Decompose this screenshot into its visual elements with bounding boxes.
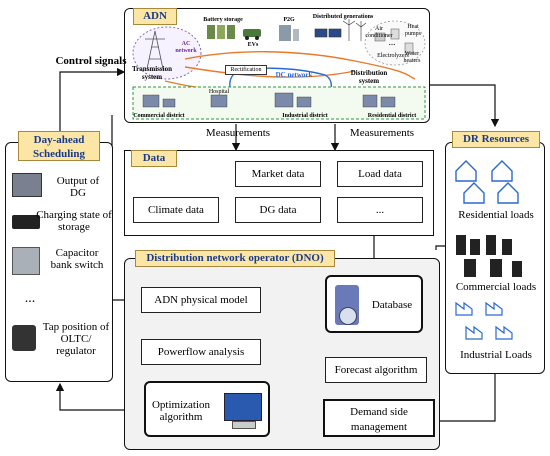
commercial-loads-label: Commercial loads xyxy=(455,281,537,293)
building-icons xyxy=(142,92,396,108)
scheduling-panel: Day-ahead Scheduling Output of DG Chargi… xyxy=(5,131,113,382)
industrial-loads-label: Industrial Loads xyxy=(460,349,532,361)
dr-title: DR Resources xyxy=(452,131,540,148)
evs-label: EVs xyxy=(247,42,259,48)
dr-icons xyxy=(455,160,522,340)
load-data-box: Load data xyxy=(337,161,423,187)
heat-pump-icon xyxy=(390,28,400,40)
scheduling-item-capacitor: Capacitor bank switch xyxy=(50,247,104,271)
residential-district-label: Residential district xyxy=(367,113,417,119)
data-title: Data xyxy=(131,150,177,167)
transmission-system-label: Transmission system xyxy=(132,65,172,81)
ac-network-label: AC network xyxy=(175,41,197,54)
scheduling-item-output-dg: Output of DG xyxy=(56,175,100,199)
measurements-label-right: Measurements xyxy=(349,127,415,139)
data-panel: Data Market data Load data Climate data … xyxy=(124,150,434,236)
dr-to-demand-arrow xyxy=(431,374,496,426)
residential-loads-label: Residential loads xyxy=(458,209,534,221)
p2g-label: P2G xyxy=(283,17,295,23)
transmission-tower-icon xyxy=(145,30,165,70)
market-data-box: Market data xyxy=(235,161,321,187)
adn-illustration xyxy=(132,19,426,120)
adn-title: ADN xyxy=(133,8,177,25)
more-data-box: ... xyxy=(337,197,423,223)
hospital-label: Hospital xyxy=(208,89,230,95)
water-heater-icon xyxy=(404,42,414,54)
heat-pumps-label: Heat pumps xyxy=(404,24,421,37)
computer-icon xyxy=(224,393,262,421)
battery-storage-label: Battery storage xyxy=(203,17,243,23)
battery-icon xyxy=(12,215,40,229)
battery-storage-icon xyxy=(207,25,235,39)
control-signals-label: Control signals xyxy=(55,55,127,67)
scheduling-item-ellipsis: ... xyxy=(24,291,36,306)
adn-panel: ADN Battery storage P2G Distributed gene… xyxy=(124,8,430,123)
rectification-label: Rectification xyxy=(225,65,267,75)
dr-to-dno-line xyxy=(435,245,445,250)
adn-physical-model-box: ADN physical model xyxy=(141,287,261,313)
ev-icon xyxy=(243,29,261,40)
optimization-to-scheduling-arrow xyxy=(55,382,143,411)
dg-data-box: DG data xyxy=(235,197,321,223)
distributed-generation-icon xyxy=(314,19,367,41)
tap-changer-icon xyxy=(12,325,36,351)
database-box: Database xyxy=(325,275,423,333)
optimization-algorithm-box: Optimization algorithm xyxy=(144,381,270,437)
computer-base-icon xyxy=(232,421,256,429)
forecast-algorithm-box: Forecast algorithm xyxy=(325,357,427,383)
capacitor-icon xyxy=(12,247,40,275)
commercial-district-label: Commercial district xyxy=(133,113,185,119)
adn-to-dr-arrow xyxy=(429,84,500,128)
dno-panel: Distribution network operator (DNO) ADN … xyxy=(124,250,440,450)
dno-title: Distribution network operator (DNO) xyxy=(135,250,335,267)
adn-ellipsis: ... xyxy=(388,37,396,47)
database-disk-icon xyxy=(339,307,357,325)
industrial-district-label: Industrial district xyxy=(282,113,328,119)
scheduling-item-tap-position: Tap position of OLTC/ regulator xyxy=(42,321,110,357)
water-heaters-label: Water heaters xyxy=(403,51,421,64)
powerflow-analysis-box: Powerflow analysis xyxy=(141,339,261,365)
p2g-icon xyxy=(279,25,299,41)
climate-data-box: Climate data xyxy=(133,197,219,223)
air-conditioner-label: Air conditioner xyxy=(365,26,393,39)
commercial-building-icons xyxy=(456,235,522,277)
air-conditioner-icon xyxy=(374,32,386,42)
distribution-system-label: Distribution system xyxy=(350,69,388,85)
optimization-label: Optimization algorithm xyxy=(151,399,211,423)
electrolyzers-label: Electrolyzers xyxy=(377,53,409,59)
dc-network-label: DC network xyxy=(275,71,313,79)
generator-icon xyxy=(12,173,42,197)
measurements-label-left: Measurements xyxy=(205,127,271,139)
factory-icons xyxy=(455,301,513,340)
database-label: Database xyxy=(371,299,413,311)
house-icons xyxy=(455,160,519,204)
control-signals-arrow xyxy=(59,67,126,142)
demand-side-management-box: Demand side management xyxy=(323,399,435,437)
dr-resources-panel: DR Resources Residential loads Commercia… xyxy=(445,131,545,374)
scheduling-item-charging: Charging state of storage xyxy=(36,209,112,233)
scheduling-title: Day-ahead Scheduling xyxy=(18,131,100,161)
distributed-generations-label: Distributed generations xyxy=(312,14,374,20)
